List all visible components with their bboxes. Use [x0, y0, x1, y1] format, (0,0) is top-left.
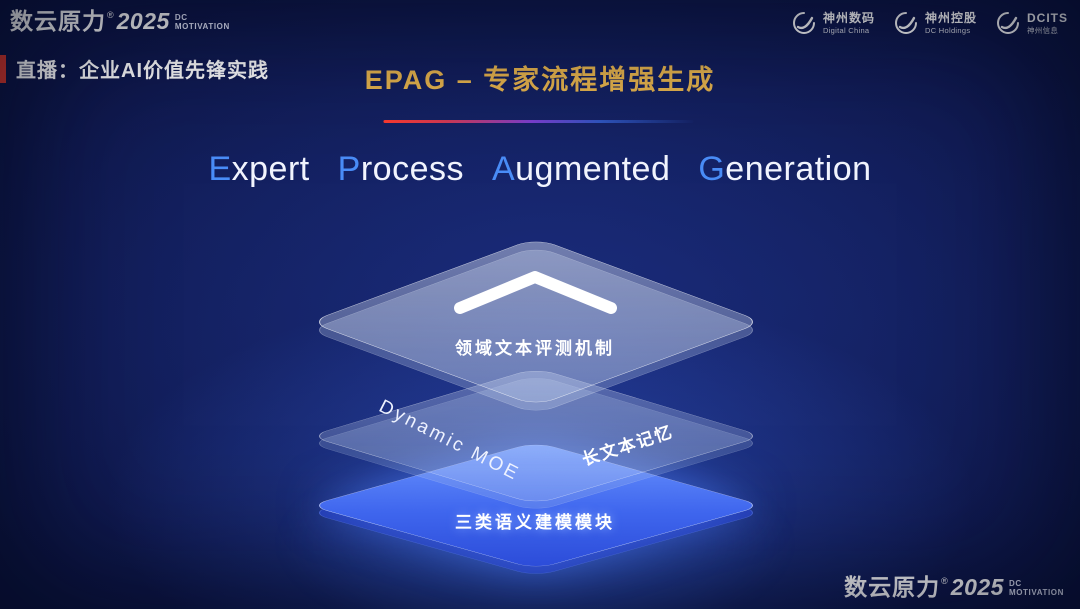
subtitle-word: Process — [338, 150, 464, 189]
brand-tagline: DC MOTIVATION — [175, 13, 230, 31]
brand-registered-mark: ® — [107, 10, 114, 20]
partner-logo-sub: DC Holdings — [924, 25, 971, 35]
partner-logo-digital-china: 神州数码 Digital China — [791, 10, 875, 36]
brand-tagline: DC MOTIVATION — [1009, 579, 1064, 597]
layer-top-face — [308, 237, 764, 407]
subtitle-initial: G — [698, 150, 726, 188]
brand-year: 2025 — [950, 574, 1004, 600]
subtitle-rest: rocess — [360, 150, 464, 188]
partner-logo-name: DCITS — [1027, 11, 1068, 26]
subtitle: Expert Process Augmented Generation — [0, 150, 1080, 189]
brand-tag-line2: MOTIVATION — [1008, 588, 1064, 598]
partner-logo-name: 神州控股 — [924, 11, 977, 26]
partner-logo-dcits: DCITS 神州信息 — [995, 10, 1068, 36]
partner-logos: 神州数码 Digital China 神州控股 DC Holdings DCIT… — [791, 10, 1068, 36]
layer-top — [308, 237, 764, 415]
swoosh-logo-icon — [792, 12, 815, 34]
swoosh-logo-icon — [894, 12, 917, 34]
layer-top-label: 领域文本评测机制 — [455, 339, 615, 358]
brand-tag-line1: DC — [1008, 579, 1022, 588]
brand-registered-mark: ® — [941, 576, 948, 586]
subtitle-word: Augmented — [492, 150, 670, 189]
brand-name: 数云原力 — [10, 8, 106, 34]
page-title: EPAG – 专家流程增强生成 — [364, 65, 716, 95]
subtitle-word: Generation — [698, 150, 871, 189]
subtitle-word: Expert — [208, 150, 309, 189]
layer-bottom-label: 三类语义建模模块 — [455, 513, 615, 532]
subtitle-initial: P — [337, 150, 361, 188]
subtitle-initial: E — [208, 150, 232, 188]
subtitle-rest: ugmented — [515, 150, 671, 188]
footer-brand-logo: 数云原力 ® 2025 DC MOTIVATION — [844, 576, 1064, 599]
swoosh-logo-icon — [997, 12, 1019, 34]
gradient-divider — [383, 120, 694, 123]
brand-year: 2025 — [116, 8, 170, 34]
subtitle-initial: A — [491, 150, 516, 188]
brand-tag-line1: DC — [174, 13, 188, 22]
subtitle-rest: eneration — [725, 150, 872, 188]
chevron-up-icon — [454, 271, 617, 314]
partner-logo-dc-holdings: 神州控股 DC Holdings — [893, 10, 977, 36]
partner-logo-name: 神州数码 — [822, 11, 875, 26]
brand-tag-line2: MOTIVATION — [174, 22, 230, 32]
live-label: 直播：企业AI价值先锋实践 — [0, 54, 269, 83]
brand-name: 数云原力 — [844, 574, 941, 600]
live-label-text: 直播：企业AI价值先锋实践 — [16, 60, 269, 82]
red-accent-bar — [0, 54, 6, 83]
subtitle-rest: xpert — [231, 150, 310, 188]
brand-logo: 数云原力 ® 2025 DC MOTIVATION — [10, 10, 230, 33]
partner-logo-sub: 神州信息 — [1027, 25, 1059, 35]
partner-logo-sub: Digital China — [822, 25, 870, 35]
